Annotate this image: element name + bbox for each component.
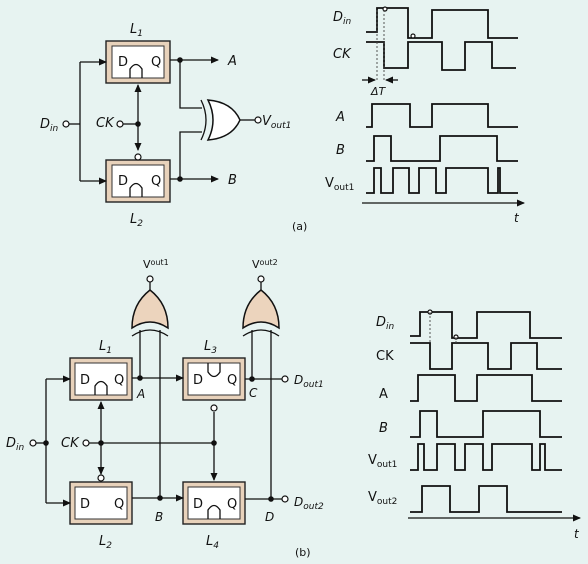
node-b-b: B [155, 510, 163, 524]
xor-gate-1-b [131, 289, 169, 337]
wave-b-a [410, 374, 562, 402]
timing-b-t-label: t [574, 527, 580, 541]
vout2-label-b: Vout2 [252, 258, 278, 271]
vout1-label-b: Vout1 [143, 258, 169, 271]
timing-a-t-label: t [514, 211, 520, 225]
out-a-label: A [227, 54, 237, 69]
out-b-label: B [228, 173, 237, 188]
l2b-label: L2 [99, 534, 112, 551]
l3b-q-pin: Q [227, 373, 237, 388]
timing-a-a-label: A [335, 110, 345, 125]
timing-a-b-label: B [336, 143, 345, 158]
l2b-q-pin: Q [114, 497, 124, 512]
din-label-b: Din [6, 436, 25, 453]
timing-a-din-label: Din [333, 10, 352, 27]
node-a-b: A [136, 387, 145, 401]
xor-gate-a [200, 99, 241, 141]
l3b-label: L3 [204, 339, 217, 356]
wave-b-din [410, 311, 562, 339]
latch-l1-a: D Q L1 [105, 22, 171, 84]
ck-label-a: CK [96, 116, 115, 131]
delta-t-label: ΔT [370, 85, 387, 98]
node-d-b: D [265, 510, 274, 524]
timing-b-a-label: A [379, 387, 388, 402]
timing-a-vout-label: Vout1 [325, 176, 354, 193]
timing-b-vout2-label: Vout2 [368, 490, 397, 507]
l2-label: L2 [130, 212, 143, 229]
vout1-label-a: Vout1 [262, 114, 291, 131]
latch-l2-a: D Q L2 [105, 159, 171, 229]
l1-q-pin: Q [151, 55, 161, 70]
latch-l2-b: D Q L2 [69, 481, 133, 551]
l1b-d-pin: D [80, 373, 90, 388]
dout1-label: Dout1 [294, 373, 324, 390]
l2-q-pin: Q [151, 174, 161, 189]
xor-gate-2-b [242, 289, 280, 337]
l4b-q-pin: Q [227, 497, 237, 512]
timing-b-b-label: B [379, 421, 388, 436]
timing-b-ck-label: CK [376, 349, 394, 364]
latch-l4-b: D Q L4 [182, 481, 246, 551]
wave-b-vout2 [410, 485, 562, 513]
dout2-label: Dout2 [294, 495, 324, 512]
l3b-d-pin: D [193, 373, 203, 388]
wave-a-vout1 [366, 167, 518, 194]
wave-a-a [366, 103, 518, 128]
timing-b: Din CK A B Vout1 Vout2 t [368, 309, 581, 541]
latch-l3-b: D Q L3 [182, 339, 246, 401]
timing-b-vout1-label: Vout1 [368, 453, 397, 470]
din-label-a: Din [40, 117, 59, 134]
l2-d-pin: D [118, 174, 128, 189]
latch-l1-b: D Q L1 [69, 339, 133, 401]
l4b-d-pin: D [193, 497, 203, 512]
circuit-a: D Q L1 D Q L2 Din CK A [40, 22, 307, 233]
l1-label: L1 [130, 22, 143, 39]
l4b-label: L4 [206, 534, 219, 551]
wave-a-b [366, 135, 518, 162]
l1-d-pin: D [118, 55, 128, 70]
caption-b: (b) [295, 546, 311, 559]
timing-a-ck-label: CK [333, 47, 352, 62]
timing-b-din-label: Din [376, 315, 395, 332]
l2b-d-pin: D [80, 497, 90, 512]
circuit-b: D Q L1 D Q L2 D Q L3 D Q L4 Din [6, 258, 324, 559]
timing-a: Din CK A B Vout1 ΔT t [325, 6, 525, 225]
wave-b-ck [410, 342, 562, 370]
l1b-label: L1 [99, 339, 112, 356]
wave-a-ck [366, 41, 516, 71]
wave-a-din [366, 7, 518, 39]
wave-b-b [410, 410, 562, 438]
node-c-b: C [249, 386, 258, 400]
wave-b-vout1 [410, 443, 562, 471]
l1b-q-pin: Q [114, 373, 124, 388]
ck-label-b: CK [61, 436, 80, 451]
caption-a: (a) [292, 220, 307, 233]
